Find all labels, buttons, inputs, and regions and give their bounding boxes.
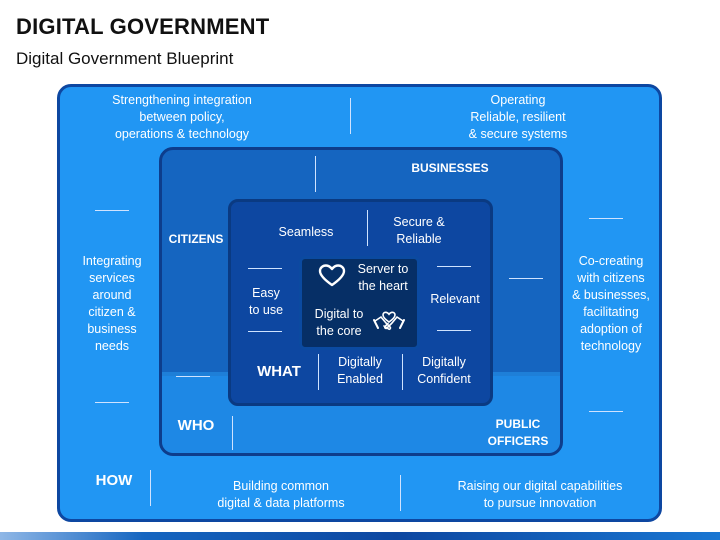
footer-bar bbox=[0, 532, 720, 540]
core-digital: Digital to the core bbox=[314, 307, 364, 338]
divider bbox=[232, 416, 233, 450]
what-enabled: Digitally Enabled bbox=[337, 355, 383, 386]
divider bbox=[318, 354, 319, 390]
divider bbox=[437, 330, 471, 331]
divider bbox=[95, 210, 129, 211]
what-easy: Easy to use bbox=[248, 286, 284, 317]
handshake-heart-icon bbox=[373, 311, 405, 331]
divider bbox=[400, 475, 401, 511]
who-citizens: CITIZENS bbox=[168, 232, 224, 246]
what-confident: Digitally Confident bbox=[417, 355, 471, 386]
page-title: DIGITAL GOVERNMENT bbox=[16, 14, 270, 39]
who-label: WHO bbox=[177, 417, 215, 434]
what-seamless: Seamless bbox=[278, 225, 334, 239]
divider bbox=[350, 98, 351, 134]
how-text-right: Co-creating with citizens & businesses, … bbox=[572, 254, 650, 353]
divider bbox=[248, 331, 282, 332]
divider bbox=[367, 210, 368, 246]
how-text-top-right: Operating Reliable, resilient & secure s… bbox=[468, 93, 568, 141]
divider bbox=[589, 218, 623, 219]
divider bbox=[248, 268, 282, 269]
divider bbox=[509, 278, 543, 279]
who-businesses: BUSINESSES bbox=[411, 161, 489, 175]
page-subtitle: Digital Government Blueprint bbox=[16, 49, 234, 68]
divider bbox=[437, 266, 471, 267]
divider bbox=[589, 411, 623, 412]
divider bbox=[176, 376, 210, 377]
what-relevant: Relevant bbox=[430, 292, 480, 306]
who-public-officers: PUBLIC OFFICERS bbox=[487, 417, 549, 448]
how-text-bottom-left: Building common digital & data platforms bbox=[217, 479, 345, 510]
divider bbox=[315, 156, 316, 192]
what-secure: Secure & Reliable bbox=[393, 215, 445, 246]
how-text-left: Integrating services around citizen & bu… bbox=[82, 254, 142, 353]
divider bbox=[95, 402, 129, 403]
divider bbox=[150, 470, 151, 506]
what-label: WHAT bbox=[257, 363, 301, 380]
how-text-bottom-right: Raising our digital capabilities to purs… bbox=[457, 479, 623, 510]
how-label: HOW bbox=[95, 472, 133, 489]
heart-icon bbox=[318, 264, 346, 287]
divider bbox=[402, 354, 403, 390]
core-server: Server to the heart bbox=[357, 262, 409, 293]
how-text-top-left: Strengthening integration between policy… bbox=[112, 93, 252, 141]
